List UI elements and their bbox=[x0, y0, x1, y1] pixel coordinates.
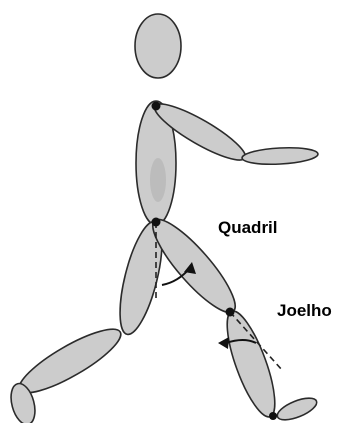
hip-label: Quadril bbox=[218, 218, 278, 237]
knee-label: Joelho bbox=[277, 301, 332, 320]
knee-angle-arrow-head bbox=[218, 337, 229, 349]
ankle-joint bbox=[269, 412, 277, 420]
shoulder-joint bbox=[152, 102, 161, 111]
front-shin bbox=[218, 306, 284, 422]
front-foot bbox=[275, 394, 320, 423]
torso-shading bbox=[150, 158, 166, 202]
hip-joint bbox=[152, 218, 161, 227]
forearm bbox=[242, 146, 319, 166]
head bbox=[135, 14, 181, 78]
knee-joint bbox=[226, 308, 235, 317]
